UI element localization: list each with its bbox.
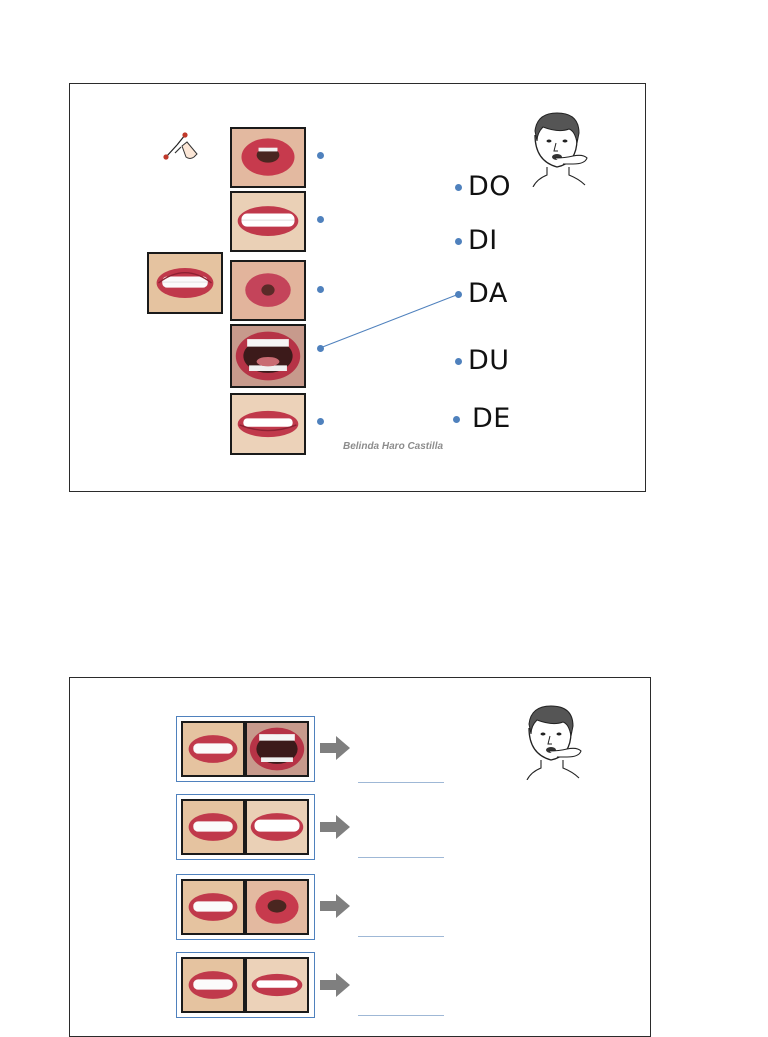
combination-slide (69, 677, 651, 1037)
mouth-a-dot[interactable] (317, 345, 324, 352)
mouth-e-image[interactable] (230, 393, 306, 455)
boy-finger-on-chin-icon (526, 705, 582, 780)
syllable-dot[interactable] (453, 415, 460, 423)
mouth-d-image (181, 799, 245, 855)
syllable-label: DI (468, 225, 498, 256)
mouth-i-dot[interactable] (317, 216, 324, 223)
answer-line[interactable] (358, 1015, 444, 1016)
mouth-d-image (181, 721, 245, 777)
right-arrow-icon (320, 894, 350, 918)
boy-finger-on-chin-icon (532, 112, 588, 187)
syllable-da[interactable]: DA (455, 277, 508, 311)
pencil-connect-icon (163, 132, 198, 160)
mouth-pair-2 (176, 794, 315, 860)
mouth-pair-4 (176, 952, 315, 1018)
mouth-u-image[interactable] (230, 260, 306, 321)
syllable-dot[interactable] (455, 357, 462, 365)
syllable-dot[interactable] (455, 183, 462, 191)
answer-line[interactable] (358, 782, 444, 783)
mouth-d-reference-image (147, 252, 223, 314)
answer-line[interactable] (358, 857, 444, 858)
mouth-u-dot[interactable] (317, 286, 324, 293)
answer-line[interactable] (358, 936, 444, 937)
syllable-dot[interactable] (455, 237, 462, 245)
syllable-di[interactable]: DI (455, 224, 498, 258)
mouth-d-image (181, 957, 245, 1013)
syllable-label: DA (468, 278, 508, 309)
mouth-d-image (181, 879, 245, 935)
mouth-pair-1 (176, 716, 315, 782)
mouth-a-image[interactable] (230, 324, 306, 388)
syllable-do[interactable]: DO (455, 170, 511, 204)
mouth-e-image (245, 957, 309, 1013)
mouth-o-image (245, 879, 309, 935)
matching-slide: DO DI DA DU DE Belinda Haro Castilla (69, 83, 646, 492)
syllable-du[interactable]: DU (455, 344, 510, 378)
syllable-dot[interactable] (455, 290, 462, 298)
author-credit: Belinda Haro Castilla (343, 441, 444, 452)
mouth-e-dot[interactable] (317, 418, 324, 425)
right-arrow-icon (320, 973, 350, 997)
syllable-label: DO (468, 171, 512, 202)
mouth-o-dot[interactable] (317, 152, 324, 159)
right-arrow-icon (320, 736, 350, 760)
mouth-i-image (245, 799, 309, 855)
mouth-a-image (245, 721, 309, 777)
syllable-label: DU (468, 345, 510, 376)
mouth-pair-3 (176, 874, 315, 940)
syllable-de[interactable]: DE (453, 402, 511, 436)
syllable-label: DE (472, 403, 511, 434)
mouth-i-image[interactable] (230, 191, 306, 252)
mouth-o-image[interactable] (230, 127, 306, 188)
right-arrow-icon (320, 815, 350, 839)
